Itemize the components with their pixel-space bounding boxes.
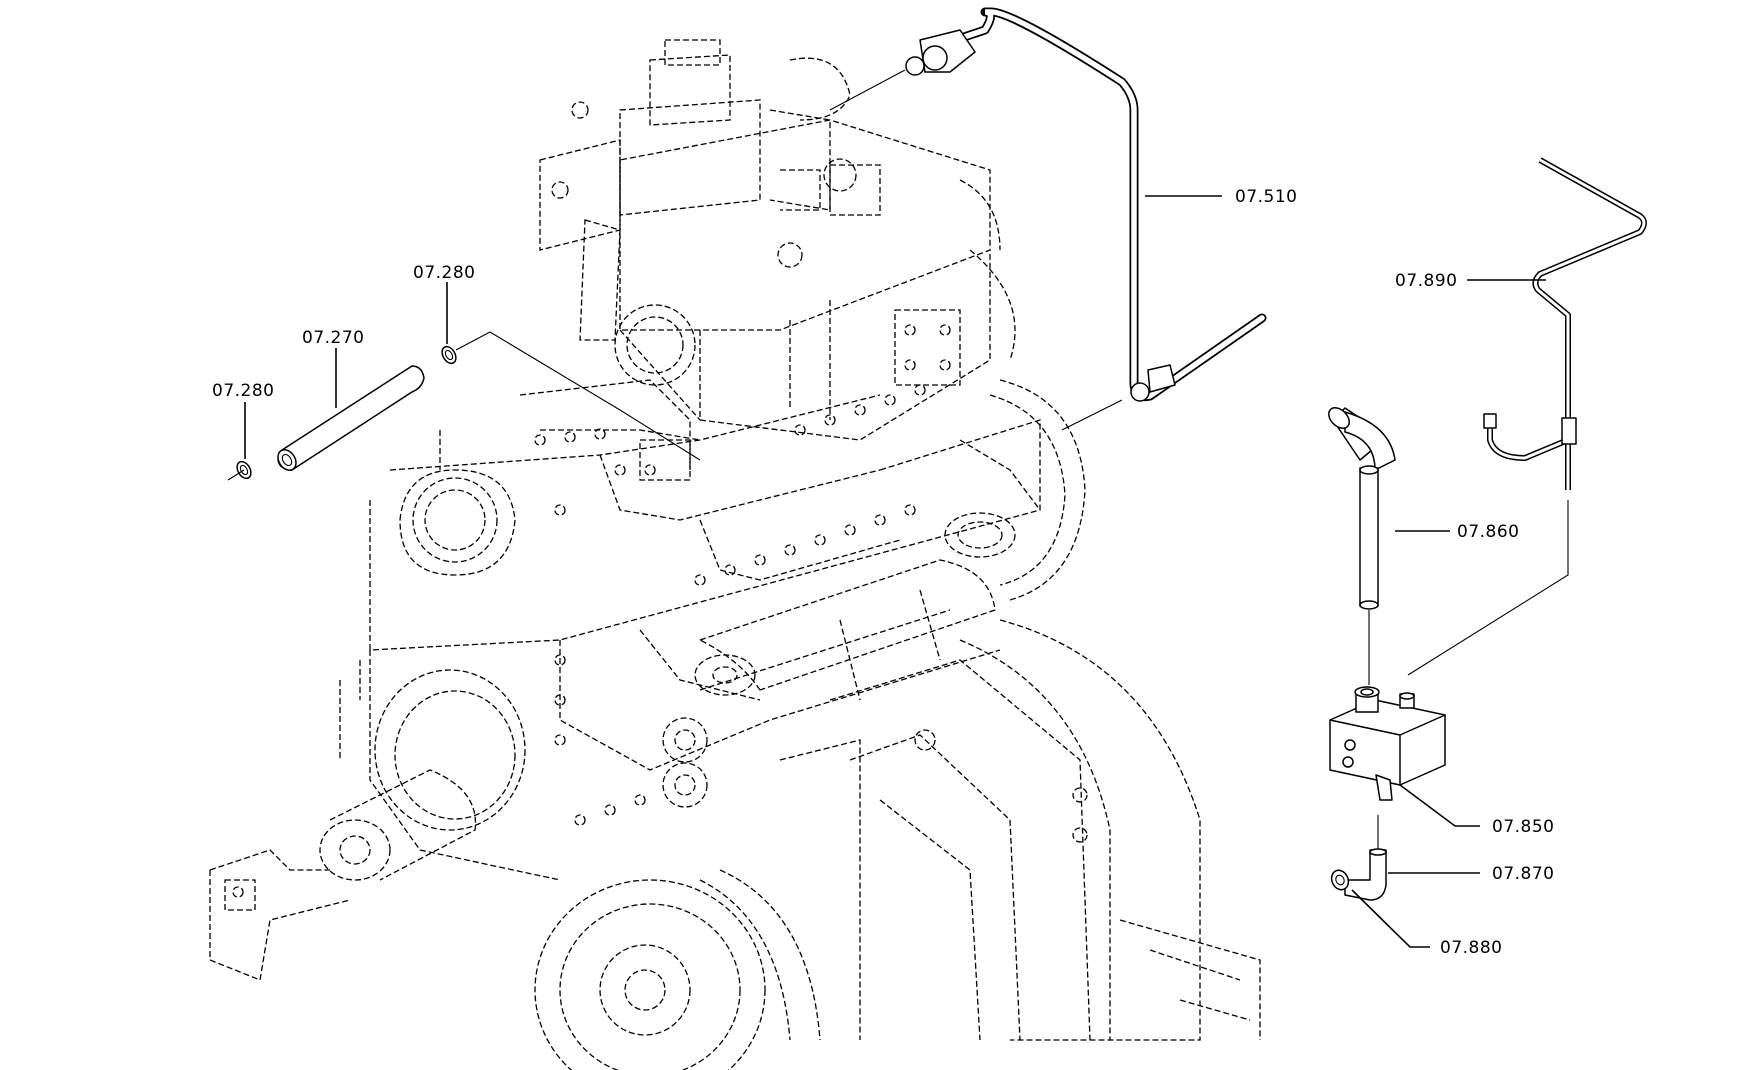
pipe-07510 (905, 7, 1267, 402)
valve-block-07850 (1329, 686, 1446, 801)
callout-label-07270: 07.270 (302, 328, 364, 348)
callout-07890: 07.890 (1395, 271, 1546, 291)
cylinder-housing (662, 512, 1016, 808)
sleeve-tube-07270 (277, 365, 425, 471)
callout-label-07280-left: 07.280 (212, 381, 274, 401)
callout-07270: 07.270 (302, 328, 364, 408)
callout-label-07890: 07.890 (1395, 271, 1457, 291)
fitting-07860 (1328, 407, 1396, 610)
callout-07860: 07.860 (1395, 522, 1519, 542)
pipe-07890 (1483, 157, 1647, 490)
control-valve-block (614, 119, 1016, 441)
callout-07880: 07.880 (1351, 889, 1502, 958)
housing-bolts (554, 384, 926, 826)
input-shaft-flange (209, 660, 526, 981)
callout-07280-left: 07.280 (212, 381, 274, 459)
solenoid-valve-stack (539, 39, 857, 341)
callout-label-07280-top: 07.280 (413, 263, 475, 283)
lower-housing (779, 619, 1261, 1041)
side-cover-round (989, 379, 1086, 601)
output-flange (534, 869, 821, 1070)
callout-label-07880: 07.880 (1440, 938, 1502, 958)
main-gearbox-body (369, 379, 1041, 881)
callout-07850: 07.850 (1399, 784, 1554, 837)
callout-07280-top: 07.280 (413, 263, 475, 344)
pipe-07890-connection-line (1407, 500, 1569, 676)
callout-label-07510: 07.510 (1235, 187, 1297, 207)
pipe-07510-connection-line (829, 69, 1123, 431)
o-ring-07280-top (441, 345, 457, 365)
elbow-fitting-07870 (1330, 848, 1387, 901)
callout-label-07850: 07.850 (1492, 817, 1554, 837)
sleeve-axis-line (227, 331, 701, 481)
transmission-assembly (209, 39, 1261, 1070)
callout-07870: 07.870 (1388, 864, 1554, 884)
callout-07510: 07.510 (1145, 187, 1297, 207)
callout-label-07870: 07.870 (1492, 864, 1554, 884)
callout-label-07860: 07.860 (1457, 522, 1519, 542)
